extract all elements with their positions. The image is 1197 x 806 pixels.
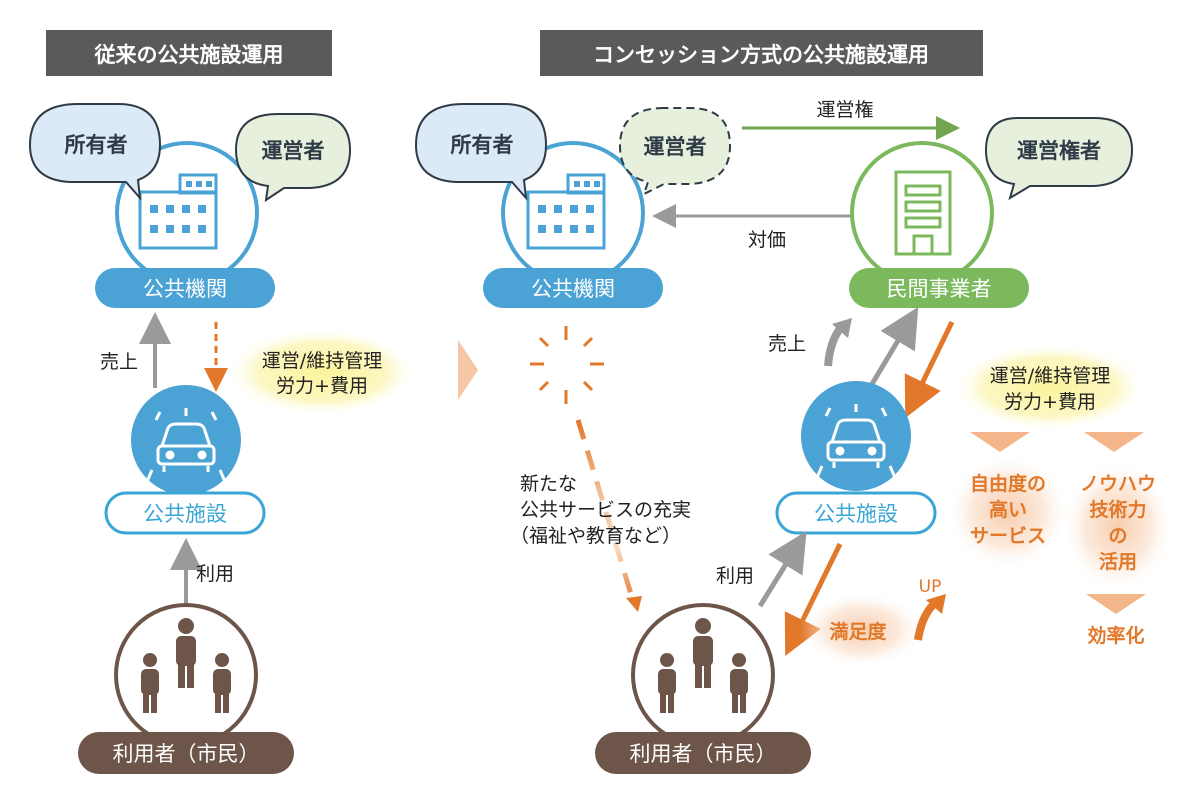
right-sales-arrow	[869, 306, 919, 386]
left-usage-label: 利用	[196, 563, 234, 585]
right-usage-arrow	[757, 531, 807, 608]
left-users-label: 利用者（市民）	[113, 742, 260, 766]
operating-right-label: 運営権	[816, 99, 873, 121]
knowhow-line3: の	[1108, 525, 1127, 547]
right-cost-arrow	[904, 320, 955, 418]
consideration-label: 対価	[748, 229, 786, 251]
left-facility-pill	[104, 491, 266, 535]
right-users-label: 利用者（市民）	[630, 742, 777, 766]
right-holder-bubble	[984, 117, 1134, 201]
left-facility-label: 公共施設	[143, 502, 227, 526]
new-service-line1: 新たな	[520, 473, 577, 495]
sales-curve-icon	[824, 323, 846, 367]
chevron-down-icon	[1086, 594, 1146, 614]
right-owner-bubble	[414, 103, 548, 202]
right-agency-pill	[483, 268, 663, 308]
right-owner-label: 所有者	[451, 133, 514, 157]
left-agency-pill	[95, 268, 275, 308]
right-header-bg	[540, 30, 983, 76]
left-owner-label: 所有者	[65, 133, 128, 157]
right-agency-label: 公共機関	[531, 277, 615, 301]
new-service-line2: 公共サービスの充実	[520, 499, 691, 521]
left-header: 従来の公共施設運用	[94, 43, 284, 67]
knowhow-line4: 活用	[1099, 550, 1137, 573]
right-holder-label: 運営権者	[1017, 139, 1101, 163]
private-operator-pill	[849, 268, 1029, 308]
new-service-arrow	[575, 419, 637, 605]
right-cost-line2: 労力+費用	[1004, 391, 1096, 413]
freedom-line3: サービス	[970, 525, 1046, 547]
knowhow-glow	[1062, 460, 1174, 592]
right-operator-label: 運営者	[644, 135, 707, 159]
chevron-down-icon	[1084, 432, 1144, 452]
chevron-down-icon	[970, 432, 1030, 452]
left-sales-label: 売上	[100, 351, 138, 373]
building-icon	[138, 173, 218, 250]
divider-chevron-icon	[458, 340, 478, 400]
building-icon	[526, 173, 606, 250]
new-service-line3: （福祉や教育など）	[510, 525, 681, 547]
knowhow-line2: 技術力	[1089, 498, 1146, 521]
up-curve-arrowhead-icon	[926, 594, 946, 614]
left-cost-highlight	[230, 330, 414, 414]
right-header: コンセッション方式の公共施設運用	[593, 43, 929, 67]
satisfaction-glow	[800, 592, 924, 668]
people-icon	[658, 618, 748, 713]
private-operator-circle	[850, 141, 994, 285]
left-header-bg	[46, 30, 332, 76]
private-operator-label: 民間事業者	[887, 277, 992, 301]
left-users-pill	[78, 732, 294, 774]
left-panel: 従来の公共施設運用 所有者 運営者 公共機関 売上	[28, 30, 414, 774]
up-label: UP	[919, 577, 942, 597]
freedom-line2: 高い	[989, 498, 1027, 521]
right-sales-label: 売上	[768, 333, 806, 355]
car-icon	[814, 404, 898, 481]
left-agency-label: 公共機関	[143, 277, 227, 301]
right-facility-pill	[775, 491, 937, 535]
sparkle-icon	[530, 326, 604, 404]
people-icon	[141, 618, 231, 713]
left-owner-bubble	[28, 103, 162, 202]
left-cost-line2: 労力+費用	[276, 375, 368, 397]
sales-curve-arrowhead-icon	[832, 318, 852, 338]
left-operator-label: 運営者	[262, 139, 325, 163]
right-cost-line1: 運営/維持管理	[990, 365, 1110, 387]
left-cost-line1: 運営/維持管理	[262, 350, 382, 372]
right-facility-label: 公共施設	[814, 502, 898, 526]
left-operator-bubble	[234, 113, 352, 203]
up-curve-icon	[914, 598, 939, 641]
right-panel: コンセッション方式の公共施設運用 所有者 運営者 運営権	[414, 30, 1174, 774]
knowhow-line1: ノウハウ	[1080, 473, 1156, 495]
efficiency-label: 効率化	[1087, 624, 1144, 647]
right-usage-label: 利用	[716, 565, 754, 587]
car-icon	[144, 408, 228, 485]
new-service-arrowhead-icon	[626, 596, 642, 612]
freedom-glow	[946, 454, 1070, 570]
freedom-line1: 自由度の	[970, 472, 1046, 495]
right-cost-highlight	[956, 345, 1144, 429]
right-users-pill	[595, 732, 811, 774]
office-building-icon	[894, 170, 952, 256]
right-operator-bubble	[618, 107, 732, 196]
satisfaction-label: 満足度	[829, 620, 887, 643]
